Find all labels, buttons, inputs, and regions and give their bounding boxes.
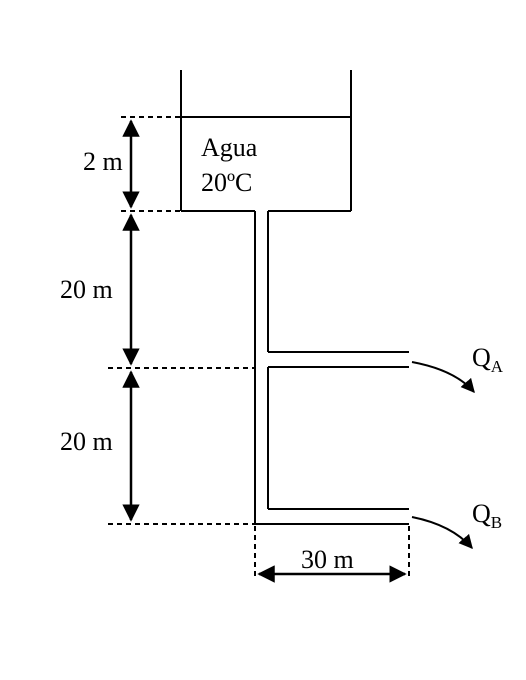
flow-b-arrow (411, 516, 473, 550)
tank-depth-label: 2 m (83, 147, 123, 176)
flow-a-letter: Q (472, 343, 491, 372)
branch-length-label: 30 m (301, 545, 354, 574)
flow-a-arrow (411, 361, 475, 394)
flow-b-subscript: B (491, 513, 502, 532)
flow-arrows (411, 361, 475, 550)
reference-lines (108, 116, 410, 578)
lower-height-label: 20 m (60, 427, 113, 456)
upper-height-label: 20 m (60, 275, 113, 304)
tank-temperature-label: 20ºC (201, 168, 252, 197)
flow-b-label: QB (472, 499, 502, 532)
flow-b-letter: Q (472, 499, 491, 528)
flow-a-label: QA (472, 343, 504, 376)
dimension-arrows (122, 119, 407, 583)
tank (180, 70, 352, 212)
flow-a-subscript: A (491, 357, 504, 376)
pipe-network (254, 211, 409, 525)
tank-fluid-label: Agua (201, 133, 258, 162)
